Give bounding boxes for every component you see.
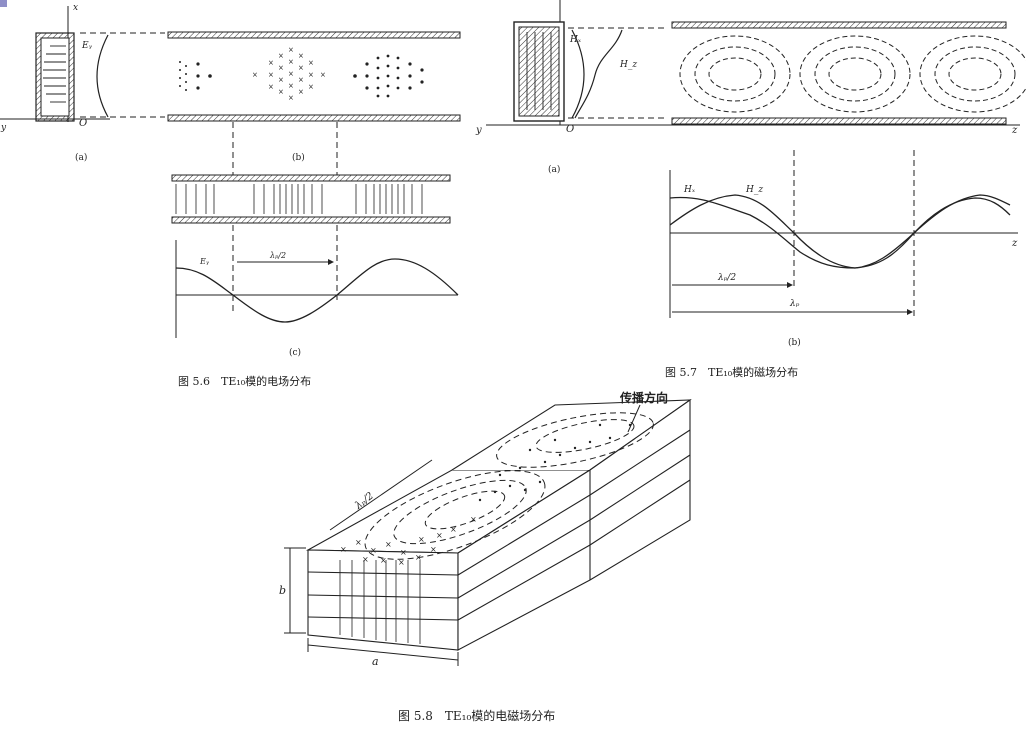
fig58-direction-label: 传播方向 (619, 390, 668, 405)
svg-text:×: × (298, 52, 304, 60)
fig58-half-wavelength: λₚ/2 (352, 491, 375, 513)
fig58-direction-leader (627, 404, 641, 433)
fig58-markers: ××××× ××××× ×××× (340, 423, 632, 567)
fig57-half-wavelength: λₚ/2 (717, 273, 736, 283)
svg-text:×: × (298, 64, 304, 72)
svg-text:×: × (355, 538, 362, 547)
svg-text:×: × (362, 555, 369, 564)
fig58-caption: 图 5.8 TE₁₀模的电磁场分布 (398, 709, 556, 723)
fig57-hz-label-a: H_z (619, 60, 637, 70)
svg-text:×: × (278, 64, 284, 72)
fig57-hx-label-b: Hₓ (683, 185, 696, 195)
svg-text:×: × (288, 46, 294, 54)
fig56-origin: O (79, 118, 87, 129)
fig56-caption: 图 5.6 TE₁₀模的电场分布 (178, 375, 312, 388)
svg-text:×: × (288, 58, 294, 66)
svg-text:×: × (370, 546, 377, 555)
fig56-label-b: (b) (292, 152, 305, 163)
svg-text:×: × (320, 71, 326, 79)
svg-text:×: × (298, 76, 304, 84)
svg-text:×: × (288, 70, 294, 78)
fig57-label-b: (b) (788, 337, 801, 348)
fig58-3d-waveguide (305, 398, 692, 651)
fig56-half-wavelength: λₚ/2 (269, 251, 286, 260)
svg-text:×: × (268, 59, 274, 67)
fig57-axis-z-b: z (1011, 238, 1018, 249)
svg-text:×: × (450, 525, 457, 534)
svg-text:×: × (268, 83, 274, 91)
svg-text:×: × (436, 531, 443, 540)
fig56-axis-y: y (0, 123, 7, 133)
fig56-axis-x: x (73, 3, 78, 13)
fig58-dim-b: b (279, 584, 286, 597)
fig57-top-view (671, 21, 1026, 125)
fig56-label-a: (a) (75, 152, 87, 163)
fig57-label-a: (a) (548, 164, 560, 175)
svg-text:×: × (298, 88, 304, 96)
fig57-caption: 图 5.7 TE₁₀模的磁场分布 (665, 366, 799, 379)
svg-text:×: × (252, 71, 258, 79)
fig56-label-c: (c) (289, 347, 301, 358)
corner-marker (0, 0, 7, 7)
svg-text:×: × (308, 83, 314, 91)
svg-text:×: × (288, 82, 294, 90)
fig57-wavelength: λₚ (789, 299, 800, 309)
fig58-dimensions (284, 459, 459, 666)
fig56-b-top-view: × × × × × × × × × × × × × × × × × × × × × (167, 31, 461, 122)
svg-text:×: × (278, 52, 284, 60)
fig56-dashed-guides (232, 122, 338, 315)
svg-text:×: × (400, 548, 407, 557)
fig56-side-view (171, 174, 451, 224)
fig57-axis-z: z (1011, 125, 1018, 136)
fig57-hx-label-a: Hₓ (569, 35, 582, 45)
fig57-b-waveform (669, 150, 1018, 318)
fig57-axis-y: y (475, 125, 482, 136)
svg-text:×: × (308, 71, 314, 79)
fig57-hz-label-b: H_z (745, 185, 763, 195)
fig56-c-waveform (175, 240, 459, 338)
svg-text:×: × (418, 535, 425, 544)
fig56-a-cross-section (0, 6, 165, 122)
svg-text:×: × (278, 88, 284, 96)
svg-text:×: × (380, 556, 387, 565)
svg-text:×: × (308, 59, 314, 67)
svg-text:×: × (385, 540, 392, 549)
svg-text:×: × (470, 515, 477, 524)
svg-text:×: × (288, 94, 294, 102)
svg-text:×: × (430, 545, 437, 554)
fig57-origin: O (566, 124, 574, 135)
fig56-field-label-a: Eᵧ (81, 41, 93, 51)
fig57-a-cross-section (486, 0, 1020, 126)
svg-text:×: × (340, 545, 347, 554)
svg-text:×: × (268, 71, 274, 79)
svg-text:×: × (415, 553, 422, 562)
svg-text:×: × (278, 76, 284, 84)
svg-text:×: × (398, 558, 405, 567)
fig58-field-lines (364, 412, 654, 560)
fig58-vertical-field (339, 560, 421, 644)
fig56-field-label-c: Eᵧ (199, 257, 209, 266)
fig58-dim-a: a (372, 655, 379, 668)
